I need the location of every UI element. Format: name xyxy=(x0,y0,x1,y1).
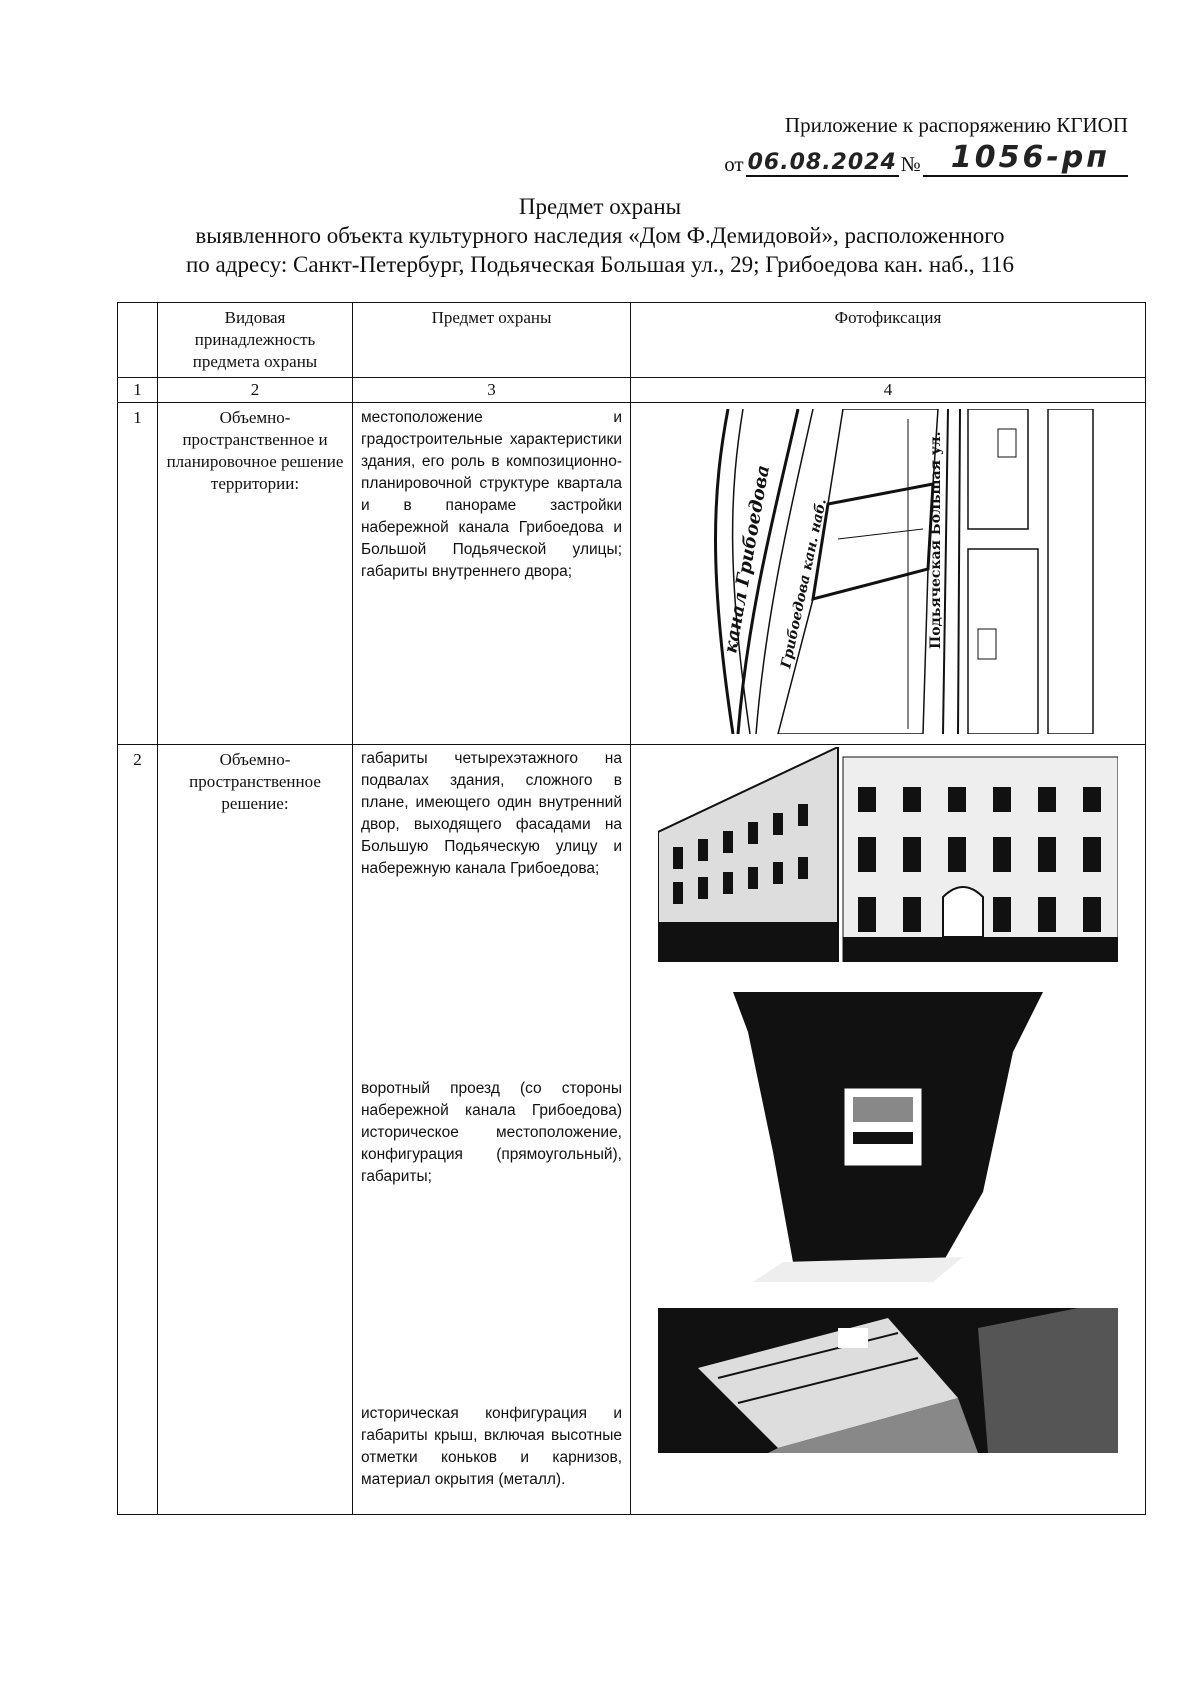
appendix-line: Приложение к распоряжению КГИОП xyxy=(784,113,1128,137)
title-line-3: по адресу: Санкт-Петербург, Подьяческая … xyxy=(185,252,1014,277)
map-label-street: Подьяческая Большая ул. xyxy=(928,431,944,649)
header-cell-photo: Фотофиксация xyxy=(630,302,1146,378)
order-number: 1056-рп xyxy=(922,140,1128,177)
number-label: № xyxy=(900,152,921,176)
subject-item: воротный проезд (со стороны набережной к… xyxy=(361,1080,622,1185)
site-plan-map: канал Грибоедова Грибоедова кан. наб. По… xyxy=(678,409,1098,734)
title-line-2: выявленного объекта культурного наследия… xyxy=(195,223,1005,248)
order-line: от 06.08.2024 № 1056-рп xyxy=(724,140,1128,177)
photo-cell: канал Грибоедова Грибоедова кан. наб. По… xyxy=(630,402,1146,745)
document-title: Предмет охраны выявленного объекта культ… xyxy=(0,192,1200,279)
row-type: Объемно-пространственное решение: xyxy=(157,744,353,1515)
col-number: 4 xyxy=(630,377,1146,403)
title-line-1: Предмет охраны xyxy=(518,194,682,219)
row-number: 1 xyxy=(117,402,158,745)
gateway-photo xyxy=(733,992,1043,1282)
facade-photo xyxy=(658,747,1118,962)
col-number: 3 xyxy=(352,377,631,403)
header-cell-subject: Предмет охраны xyxy=(352,302,631,378)
from-label: от xyxy=(724,152,744,176)
header-cell-num xyxy=(117,302,158,378)
column-number-row: 1 2 3 4 xyxy=(117,377,1146,403)
row-type: Объемно-пространственное и планировочное… xyxy=(157,402,353,745)
table-header-row: Видовая принадлежность предмета охраны П… xyxy=(117,302,1146,378)
roof-photo xyxy=(658,1308,1118,1453)
table-row: 1 Объемно-пространственное и планировочн… xyxy=(117,402,1146,745)
table-row: 2 Объемно-пространственное решение: габа… xyxy=(117,744,1146,1515)
header-cell-type: Видовая принадлежность предмета охраны xyxy=(157,302,353,378)
col-number: 2 xyxy=(157,377,353,403)
protection-table: Видовая принадлежность предмета охраны П… xyxy=(117,302,1146,1515)
row-subject-list: габариты четырехэтажного на подвалах зда… xyxy=(352,744,631,1515)
col-number: 1 xyxy=(117,377,158,403)
row-number: 2 xyxy=(117,744,158,1515)
photo-cell xyxy=(630,744,1146,1515)
subject-item: габариты четырехэтажного на подвалах зда… xyxy=(361,750,622,877)
order-date: 06.08.2024 xyxy=(745,150,899,177)
subject-item: историческая конфигурация и габариты кры… xyxy=(361,1405,622,1488)
row-subject: местоположение и градостроительные харак… xyxy=(352,402,631,745)
